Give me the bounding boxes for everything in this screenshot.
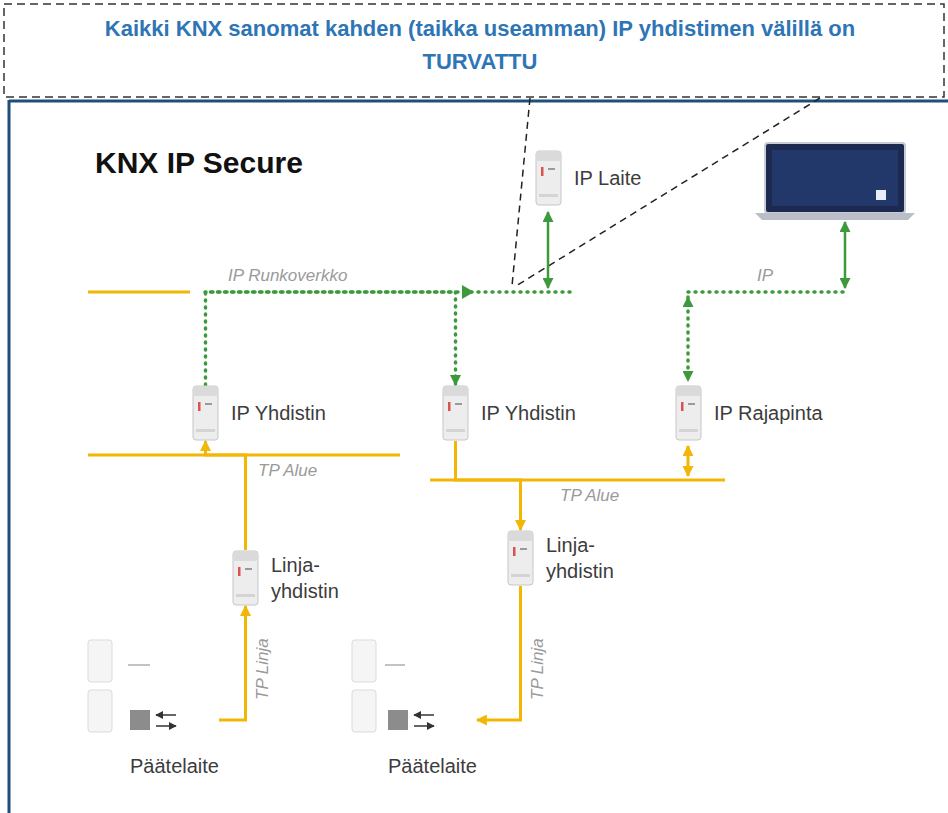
tp-telegram-connector [477,586,521,720]
terminal-icon [388,705,438,735]
panel-border [8,100,11,813]
flow-arrowhead [462,285,474,299]
ip-telegram-connector [206,292,456,385]
terminal-icon [130,705,180,735]
callout-box [4,4,944,97]
leader-line [512,98,530,286]
tp-telegram-connector [206,441,246,550]
device-label: IP Yhdistin [481,400,576,426]
line-label: TP Linja [253,638,273,700]
device-label: Linja- yhdistin [546,532,636,584]
device-label: Päätelaite [130,753,219,779]
tp-telegram-connector [456,441,521,530]
device-label: IP Laite [574,165,641,191]
end-device: Päätelaite [130,705,219,779]
bus-label: TP Alue [560,486,619,506]
device-label: Päätelaite [388,753,477,779]
diagram-title: KNX IP Secure [95,146,303,180]
tp-arrow [687,446,690,476]
knx-device: Linja- yhdistin [507,530,636,586]
network-label: IP [757,266,773,286]
ip-arrow [844,222,847,288]
bus-label: TP Alue [258,461,317,481]
knx-device: Linja- yhdistin [232,550,361,606]
ip-arrow [686,297,690,381]
device-label: Linja- yhdistin [271,552,361,604]
din-module-icon [442,385,469,441]
ip-link [688,290,845,294]
callout-note: Kaikki KNX sanomat kahden (taikka useamm… [95,12,865,78]
laptop-icon [755,143,915,220]
line-label: TP Linja [528,638,548,700]
knx-device: IP Yhdistin [442,385,576,441]
panel-border [9,100,948,103]
end-device: Päätelaite [388,705,477,779]
din-module-icon [675,385,702,441]
din-module-icon [232,550,259,606]
device-label: IP Yhdistin [231,400,326,426]
tp-bus [88,291,190,294]
din-module-icon [535,150,562,206]
ip-arrow [547,212,550,288]
din-module-icon [192,385,219,441]
device-label: IP Rajapinta [714,400,823,426]
din-module-icon [507,530,534,586]
network-label: IP Runkoverkko [228,266,347,286]
knx-device: IP Yhdistin [192,385,326,441]
knx-device: IP Laite [535,150,641,206]
tp-telegram-connector [219,606,246,720]
knx-device: IP Rajapinta [675,385,823,441]
